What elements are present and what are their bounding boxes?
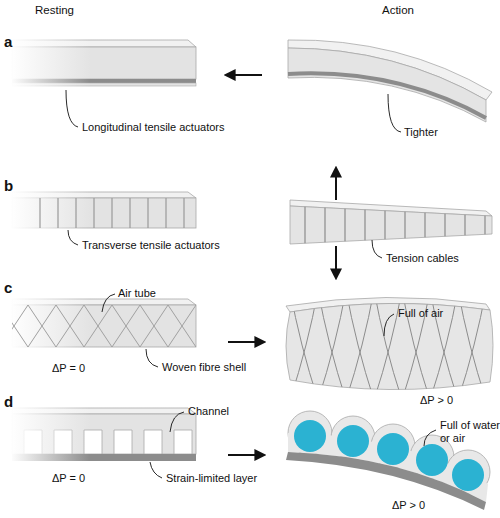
column-heading: Resting [35, 4, 74, 17]
direction-arrow [226, 74, 262, 76]
slab-top [12, 192, 196, 198]
panel-letter: b [4, 178, 13, 194]
part-label: Full of air [398, 307, 443, 320]
part-label: Longitudinal tensile actuators [82, 121, 224, 134]
part-label: Strain-limited layer [166, 472, 257, 485]
air-tube [12, 305, 196, 347]
slab-front [288, 48, 486, 122]
panel-letter: c [4, 280, 12, 296]
fluid-chamber [416, 444, 448, 476]
tension-cable [305, 207, 485, 244]
woven-fibre [290, 290, 486, 400]
transverse-actuator [40, 198, 184, 228]
direction-arrow [228, 454, 264, 456]
leader-line [102, 294, 115, 312]
column-heading: Action [382, 4, 414, 17]
leader-line [170, 412, 184, 432]
leader-line [424, 430, 436, 446]
strain-limited-layer [12, 454, 196, 461]
pressure-label: ΔP > 0 [392, 499, 425, 512]
part-label: Transverse tensile actuators [82, 239, 220, 252]
slab-front [12, 47, 196, 79]
pressure-label: ΔP > 0 [420, 394, 453, 407]
leader-line [372, 240, 382, 258]
fluid-chamber [377, 433, 409, 465]
slab-front [12, 414, 196, 454]
woven-fibre [12, 305, 196, 347]
tensile-actuator [288, 73, 486, 118]
leader-line [388, 94, 401, 132]
leader-line [146, 349, 158, 367]
slab-base [12, 83, 196, 86]
part-label: Full of water or air [440, 419, 500, 445]
slab-top [12, 40, 196, 47]
part-label: Air tube [118, 287, 156, 300]
part-label: Woven fibre shell [162, 361, 246, 374]
direction-arrow [228, 341, 264, 343]
panel-letter: d [4, 394, 13, 410]
pressure-label: ΔP = 0 [52, 472, 85, 485]
direction-arrow [335, 246, 337, 278]
panel-letter: a [4, 34, 12, 50]
direction-arrow [335, 168, 337, 200]
part-label: Tension cables [386, 252, 459, 265]
pressure-label: ΔP = 0 [52, 362, 85, 375]
fluid-chamber [337, 425, 369, 457]
slab-front [12, 198, 196, 228]
channel [24, 430, 192, 454]
fluid-chamber [452, 459, 484, 491]
leader-line [66, 90, 78, 127]
slab-top [12, 408, 196, 414]
leader-line [150, 462, 162, 478]
tensile-actuator [12, 79, 196, 83]
fluid-chamber [294, 420, 326, 452]
leader-line [384, 314, 394, 336]
slab-front [290, 206, 492, 244]
strain-limited-layer [286, 452, 486, 510]
part-label: Tighter [404, 126, 438, 139]
leader-line [68, 230, 78, 245]
part-label: Channel [188, 405, 229, 418]
